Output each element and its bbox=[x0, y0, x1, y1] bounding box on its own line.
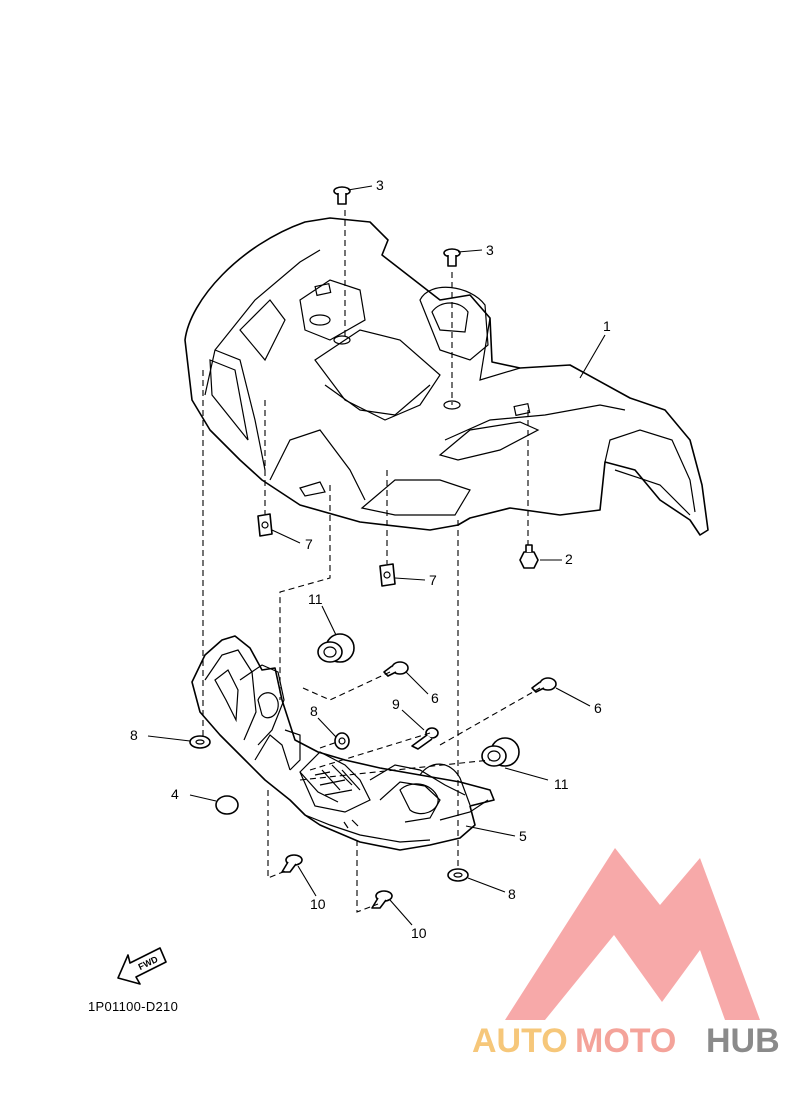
front-guard-part-5 bbox=[191, 635, 495, 851]
grommet-part-11-upper bbox=[317, 633, 355, 663]
callout-4: 4 bbox=[171, 786, 179, 802]
callout-7-left: 7 bbox=[305, 536, 313, 552]
nut-clip-part-7-left bbox=[257, 513, 273, 537]
alignment-lines bbox=[202, 210, 541, 913]
cap-part-4 bbox=[215, 795, 239, 815]
rivet-part-9 bbox=[411, 727, 439, 750]
callout-3-left: 3 bbox=[376, 177, 384, 193]
callout-8-left: 8 bbox=[130, 727, 138, 743]
washer-part-8-left bbox=[189, 735, 211, 749]
callout-5: 5 bbox=[519, 828, 527, 844]
callout-10-right: 10 bbox=[411, 925, 427, 941]
callout-2: 2 bbox=[565, 551, 573, 567]
drawing-code: 1P01100-D210 bbox=[88, 999, 178, 1014]
callout-9: 9 bbox=[392, 696, 400, 712]
callout-8-center: 8 bbox=[310, 703, 318, 719]
callout-10-left: 10 bbox=[310, 896, 326, 912]
washer-part-8-right bbox=[447, 868, 469, 882]
bolt-part-6-upper bbox=[383, 661, 409, 677]
bolt-part-2 bbox=[519, 544, 539, 569]
callout-labels: 3 3 1 2 7 7 11 6 6 8 9 8 4 11 5 8 10 10 bbox=[130, 177, 611, 941]
watermark-logo bbox=[505, 848, 760, 1020]
callout-11-upper: 11 bbox=[308, 591, 323, 607]
nut-clip-part-7-right bbox=[379, 563, 396, 587]
watermark-moto: MOTO bbox=[575, 1022, 676, 1060]
callout-1: 1 bbox=[603, 318, 611, 334]
bolt-part-6-lower bbox=[531, 677, 557, 693]
callout-8-right: 8 bbox=[508, 886, 516, 902]
watermark-auto: AUTO bbox=[472, 1022, 568, 1060]
watermark-hub: HUB bbox=[706, 1022, 780, 1060]
callout-6-upper: 6 bbox=[431, 690, 439, 706]
callout-11-lower: 11 bbox=[554, 776, 569, 792]
callout-6-lower: 6 bbox=[594, 700, 602, 716]
leader-lines bbox=[147, 185, 606, 926]
washer-part-8-center bbox=[334, 732, 350, 750]
callout-7-right: 7 bbox=[429, 572, 437, 588]
watermark-wordmark: AUTO MOTO HUB bbox=[472, 1022, 780, 1060]
callout-3-right: 3 bbox=[486, 242, 494, 258]
grommet-part-11-lower bbox=[481, 737, 520, 767]
bolt-part-10-left bbox=[281, 854, 303, 873]
screw-part-3-left bbox=[333, 186, 351, 205]
forward-direction-arrow: FWD bbox=[117, 947, 167, 985]
front-fender-part-1 bbox=[184, 217, 709, 536]
screw-part-3-right bbox=[443, 248, 461, 267]
